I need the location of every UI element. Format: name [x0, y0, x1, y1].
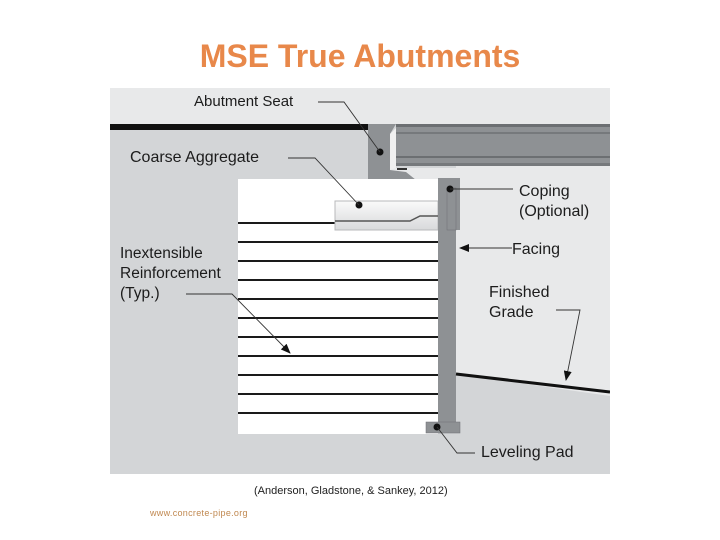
slide-title: MSE True Abutments — [199, 38, 521, 74]
label-reinforcement-line2: Reinforcement — [120, 265, 221, 282]
leader-lines — [186, 101, 581, 454]
label-reinforcement-line3: (Typ.) — [120, 285, 160, 302]
label-coarse-aggregate: Coarse Aggregate — [130, 149, 259, 166]
label-reinforcement-line1: Inextensible — [120, 245, 203, 262]
label-facing: Facing — [512, 241, 560, 258]
label-finished-grade-line1: Finished — [489, 284, 549, 301]
source-url: www.concrete-pipe.org — [150, 508, 248, 518]
finished-grade-line — [455, 372, 611, 394]
mse-abutment-diagram: Abutment Seat Coarse Aggregate Coping (O… — [110, 88, 611, 474]
label-coping-line2: (Optional) — [519, 203, 589, 220]
coarse-aggregate-zone — [334, 200, 439, 231]
approach-pavement — [110, 124, 368, 130]
citation: (Anderson, Gladstone, & Sankey, 2012) — [254, 485, 448, 497]
facing-panel — [438, 188, 456, 424]
label-leveling-pad: Leveling Pad — [481, 444, 574, 461]
leveling-pad — [425, 421, 461, 434]
bridge-girder — [396, 124, 610, 166]
label-coping-line1: Coping — [519, 183, 570, 200]
label-abutment-seat: Abutment Seat — [194, 93, 294, 110]
label-finished-grade-line2: Grade — [489, 304, 534, 321]
